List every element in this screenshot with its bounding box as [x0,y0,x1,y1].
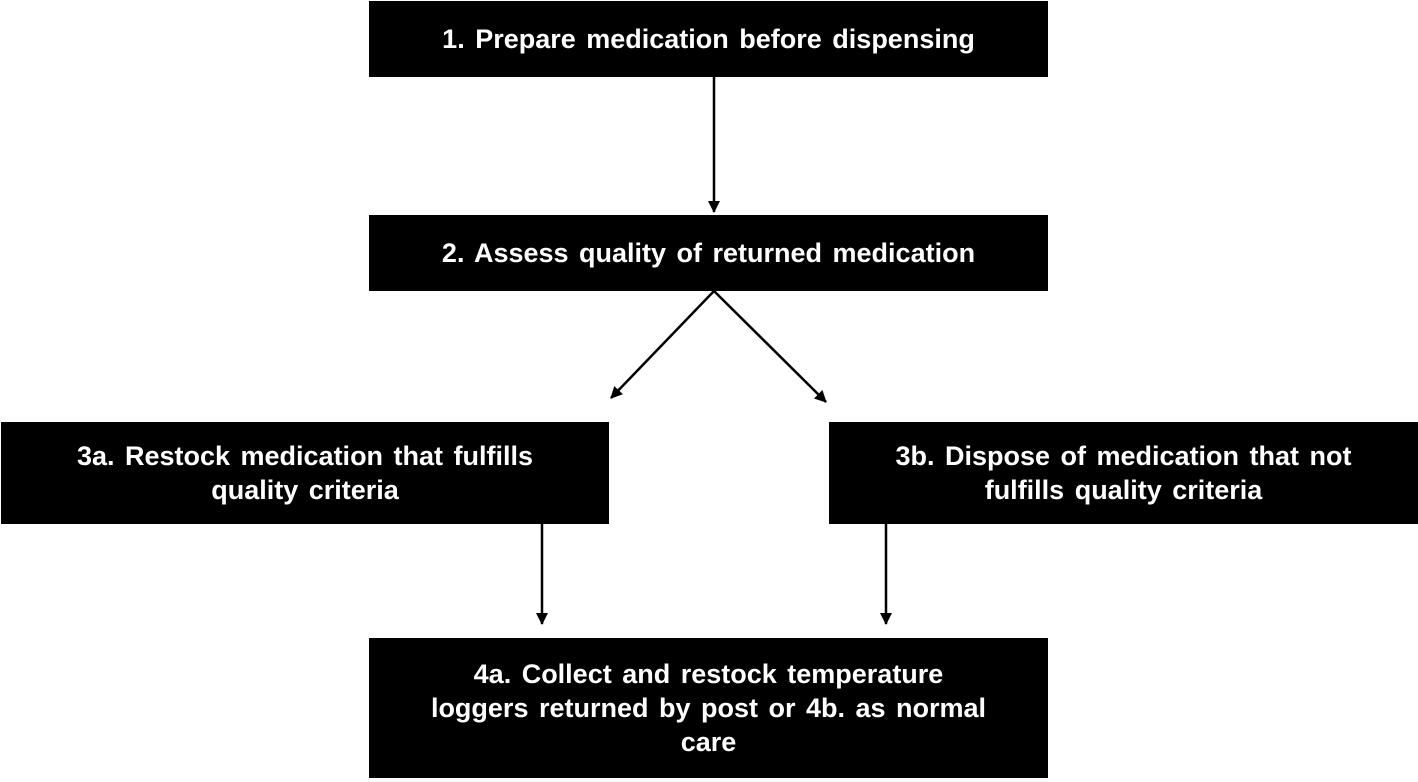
edge-2-to-3a [610,290,715,399]
node-collect-loggers-label: 4a. Collect and restock temperature logg… [430,659,987,757]
node-prepare-medication: 1. Prepare medication before dispensing [369,1,1048,77]
node-dispose-medication-label: 3b. Dispose of medication that not fulfi… [895,441,1352,505]
node-assess-quality: 2. Assess quality of returned medication [369,215,1048,291]
node-restock-medication-label: 3a. Restock medication that fulfills qua… [76,441,534,505]
node-prepare-medication-label: 1. Prepare medication before dispensing [442,24,975,54]
node-collect-loggers: 4a. Collect and restock temperature logg… [369,638,1048,778]
node-dispose-medication: 3b. Dispose of medication that not fulfi… [829,422,1418,524]
edge-2-to-3b [713,290,827,403]
node-restock-medication: 3a. Restock medication that fulfills qua… [1,422,609,524]
node-assess-quality-label: 2. Assess quality of returned medication [441,238,976,268]
